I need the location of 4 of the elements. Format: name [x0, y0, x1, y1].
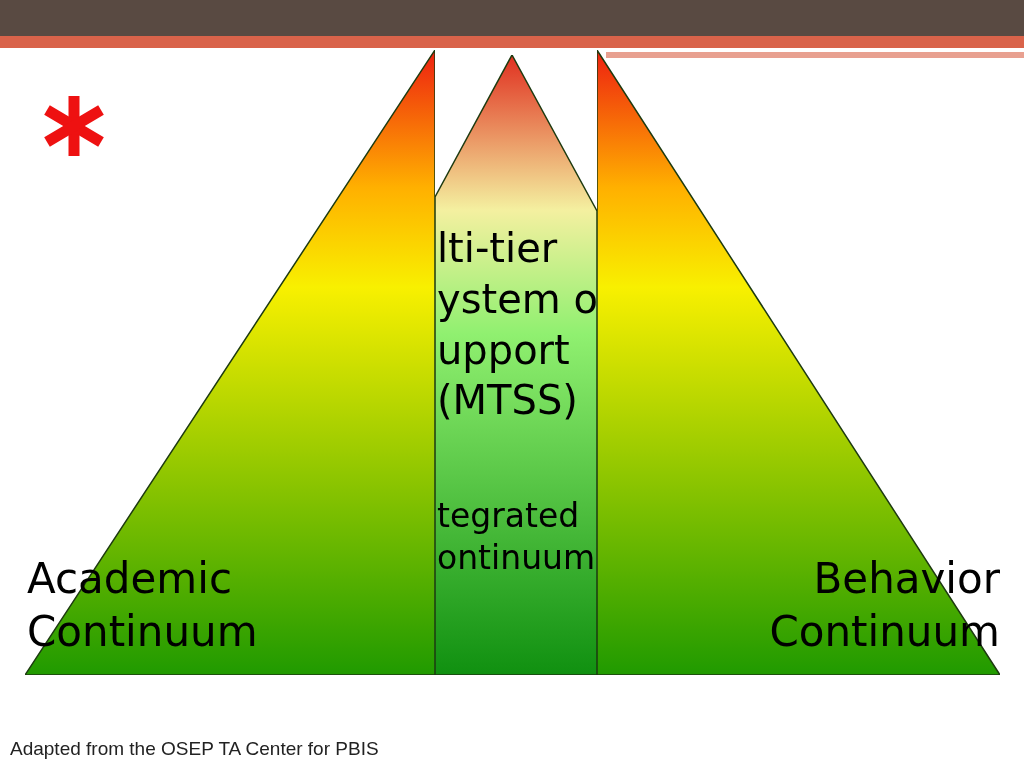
tier-text: lti-tier ystem o upport (MTSS)	[437, 224, 599, 426]
triangle-band	[435, 55, 597, 675]
caption: Adapted from the OSEP TA Center for PBIS	[10, 738, 379, 760]
tier-text: tegrated ontinuum	[437, 495, 597, 579]
